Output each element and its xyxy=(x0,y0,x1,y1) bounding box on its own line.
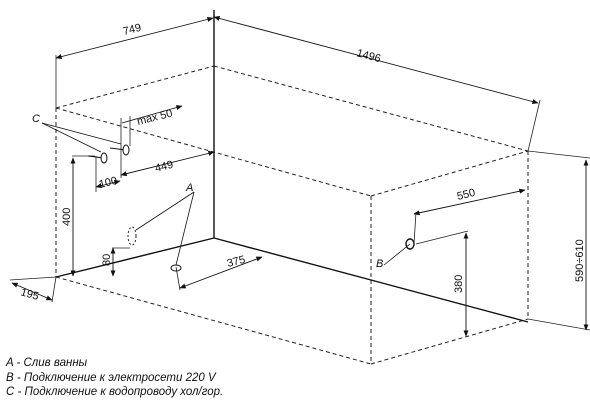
legend-item-a: A - Слив ванны xyxy=(6,357,88,369)
dim-drain-height-label: 80 xyxy=(101,254,113,266)
tub-outline xyxy=(55,65,529,365)
dim-height-label: 590÷610 xyxy=(574,239,586,282)
legend-item-b: B - Подключение к электросети 220 V xyxy=(6,371,216,384)
label-b: B xyxy=(376,258,383,270)
hot-pipe-icon xyxy=(122,144,130,156)
dim-pipe-distance-label: 449 xyxy=(154,159,175,175)
dim-width-label: 749 xyxy=(122,22,143,38)
label-a: A xyxy=(185,182,193,194)
drain-outlet-icon xyxy=(127,226,137,246)
dim-outlet-height-label: 400 xyxy=(61,208,73,226)
dim-max-label: max 50 xyxy=(136,108,174,128)
dimension-lines xyxy=(11,16,589,337)
dim-length-label: 1496 xyxy=(355,47,382,65)
label-c: C xyxy=(32,113,40,125)
legend-item-c: C - Подключение к водопроводу хол/гор. xyxy=(6,386,224,398)
dim-elec-height-label: 380 xyxy=(453,275,465,293)
dim-side-offset-label: 195 xyxy=(19,286,40,303)
legend: A - Слив ванны B - Подключение к электро… xyxy=(6,356,223,400)
water-pipe-fittings xyxy=(87,144,130,164)
leader-lines xyxy=(41,122,411,266)
dim-drain-position-label: 375 xyxy=(226,254,247,270)
dim-elec-offset-label: 550 xyxy=(456,187,477,203)
cold-pipe-icon xyxy=(100,152,108,164)
extension-lines xyxy=(9,55,590,331)
dim-pipe-offset-label: 100 xyxy=(98,175,119,191)
